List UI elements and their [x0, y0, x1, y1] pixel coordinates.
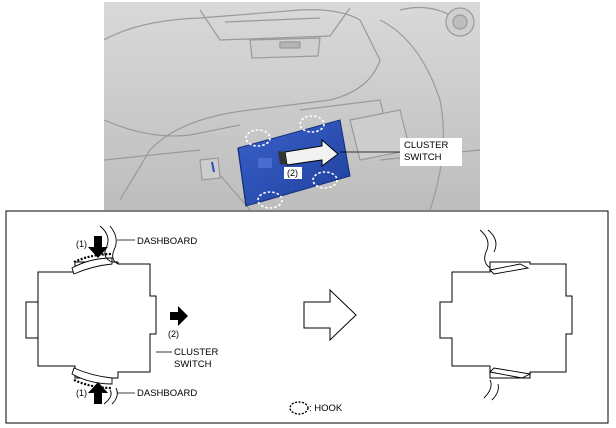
transition-arrow-icon: [303, 288, 357, 342]
photo-step2-label: (2): [287, 168, 298, 178]
hook-marker: [257, 191, 283, 209]
photo-cluster-label-1: CLUSTER: [404, 140, 448, 151]
step2-label: (2): [168, 329, 179, 339]
cluster-switch-panel: [237, 119, 351, 207]
bottom-hook: [71, 367, 118, 405]
right-bottom-hook: [483, 367, 532, 401]
photo-callout-box: [400, 138, 462, 166]
photo-step2-box: [284, 167, 302, 179]
step2-right-arrow-icon: [170, 306, 188, 326]
cluster-switch-label-2: SWITCH: [174, 359, 212, 370]
hook-marker: [299, 115, 325, 133]
panel-detail: [258, 158, 272, 168]
step1-top-label: (1): [76, 239, 87, 249]
right-top-hook: [479, 229, 530, 275]
cluster-switch-label-1: CLUSTER: [174, 347, 218, 358]
panel-arrow-icon: [278, 138, 339, 167]
step1-down-arrow-icon: [88, 236, 108, 258]
step1-up-arrow-icon: [88, 382, 108, 404]
step1-bottom-label: (1): [76, 388, 87, 398]
right-cluster-switch: [439, 261, 573, 379]
dashboard-bottom-label: DASHBOARD: [137, 388, 197, 399]
hook-legend-label: : HOOK: [309, 403, 343, 414]
hook-marker: [245, 129, 271, 147]
dashboard-top-label: DASHBOARD: [137, 236, 197, 247]
diagram-frame: [5, 210, 609, 424]
photo-hook-markers: [245, 115, 338, 209]
photo-cluster-label-2: SWITCH: [404, 152, 442, 163]
hook-marker: [312, 171, 338, 189]
dashboard-shapes: [103, 6, 481, 211]
hook-legend-icon: [289, 401, 309, 415]
left-cluster-switch: [25, 261, 157, 379]
